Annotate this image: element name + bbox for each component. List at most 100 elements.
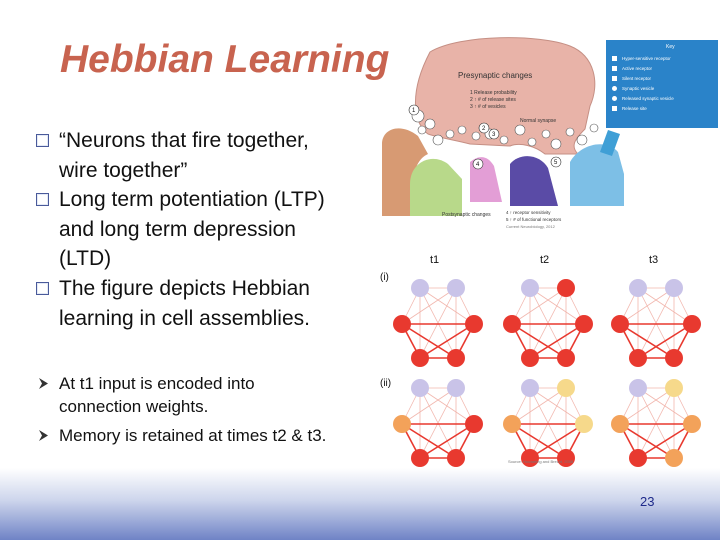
assembly-neuron: [447, 349, 465, 367]
bullet-item: “Neurons that fire together, wire togeth…: [36, 126, 336, 185]
assembly-connection: [401, 423, 457, 459]
synapse-diagram: Presynaptic changes 1 Release probabilit…: [380, 37, 718, 467]
sub-bullet-item: At t1 input is encoded into connection w…: [36, 372, 336, 418]
assembly-neuron: [521, 349, 539, 367]
checkbox-bullet-icon: [36, 193, 49, 207]
assembly-connection: [529, 387, 567, 459]
assembly-neuron: [665, 379, 683, 397]
page-number: 23: [640, 494, 655, 509]
assembly-connection: [511, 323, 567, 359]
sub-bullets: At t1 input is encoded into connection w…: [36, 372, 336, 453]
main-bullets: “Neurons that fire together, wire togeth…: [36, 126, 336, 333]
assembly-connection: [619, 323, 675, 359]
assembly-credit: Source: Houweling and Brecht, 2008: [508, 459, 574, 464]
assembly-connection: [419, 423, 475, 459]
assembly-connection: [511, 387, 567, 425]
bullet-text: Long term potentiation (LTP) and long te…: [59, 188, 325, 271]
assembly-neuron: [503, 315, 521, 333]
assembly-neuron: [611, 315, 629, 333]
sub-bullet-text: At t1 input is encoded into connection w…: [59, 374, 255, 416]
pre-items: 1 Release probability 2 ↑ # of release s…: [470, 90, 517, 110]
arrow-bullet-icon: [39, 378, 48, 389]
key-item: Active receptor: [622, 66, 653, 71]
postsynaptic-cyan: [600, 130, 620, 156]
assembly-neuron: [557, 349, 575, 367]
assembly-connection: [529, 423, 585, 459]
assembly-neuron: [465, 315, 483, 333]
assembly-connection: [401, 323, 457, 359]
assembly-neuron: [447, 279, 465, 297]
assembly-connection: [419, 323, 475, 359]
checkbox-bullet-icon: [36, 134, 49, 147]
key-title: Key: [666, 44, 675, 50]
marker-number: 2: [482, 126, 486, 132]
key-box: [606, 40, 718, 128]
assembly-neuron: [411, 349, 429, 367]
marker-number: 4: [476, 162, 480, 168]
footer-band: [0, 468, 720, 540]
row-label: (i): [380, 272, 389, 283]
key-item: Hyper-sensitive receptor: [622, 56, 671, 61]
assembly-connection: [637, 387, 675, 459]
assembly-neuron: [629, 279, 647, 297]
assembly-connection: [401, 287, 457, 325]
assembly-neuron: [629, 449, 647, 467]
assembly-neuron: [447, 449, 465, 467]
assembly-neuron: [629, 349, 647, 367]
assembly-neuron: [557, 279, 575, 297]
sub-bullet-item: Memory is retained at times t2 & t3.: [36, 424, 336, 447]
assembly-neuron: [521, 279, 539, 297]
assembly-neuron: [611, 415, 629, 433]
assembly-connection: [619, 387, 675, 425]
cell-assemblies: [393, 279, 701, 467]
arrow-bullet-icon: [39, 430, 48, 441]
assembly-neuron: [575, 415, 593, 433]
figure: Presynaptic changes 1 Release probabilit…: [370, 34, 720, 470]
assembly-neuron: [465, 415, 483, 433]
assembly-connection: [529, 287, 567, 359]
post-item: 4 ↑ receptor sensitivity: [506, 210, 551, 215]
assembly-neuron: [575, 315, 593, 333]
time-label: t3: [649, 254, 658, 266]
assembly-connection: [529, 323, 585, 359]
assembly-neuron: [665, 449, 683, 467]
presynaptic-terminal: [415, 37, 596, 155]
assembly-connection: [637, 323, 693, 359]
postsynaptic-green: [410, 158, 462, 216]
key-item: Released synaptic vesicle: [622, 96, 674, 101]
row-label: (ii): [380, 378, 391, 389]
assembly-neuron: [447, 379, 465, 397]
assembly-connection: [419, 287, 457, 359]
assembly-neuron: [393, 415, 411, 433]
assembly-neuron: [557, 379, 575, 397]
assembly-connection: [619, 287, 675, 325]
marker-number: 3: [492, 132, 496, 138]
sub-bullet-text: Memory is retained at times t2 & t3.: [59, 426, 327, 445]
time-label: t2: [540, 254, 549, 266]
key-item: Silent receptor: [622, 76, 652, 81]
postsynaptic-purple: [510, 156, 558, 206]
time-label: t1: [430, 254, 439, 266]
assembly-neuron: [411, 279, 429, 297]
assembly-neuron: [521, 379, 539, 397]
assembly-connection: [619, 423, 675, 459]
checkbox-bullet-icon: [36, 281, 49, 295]
assembly-neuron: [503, 415, 521, 433]
marker-number: 5: [554, 160, 558, 166]
bullet-text: The figure depicts Hebbian learning in c…: [59, 276, 310, 330]
assembly-neuron: [683, 415, 701, 433]
assembly-connection: [401, 387, 457, 425]
assembly-neuron: [411, 379, 429, 397]
figure-credit: Current Neurobiology, 2012: [506, 224, 556, 229]
bullet-text: “Neurons that fire together, wire togeth…: [59, 129, 309, 182]
slide-title: Hebbian Learning: [60, 38, 390, 81]
assembly-connection: [637, 287, 675, 359]
assembly-neuron: [393, 315, 411, 333]
assembly-connection: [511, 423, 567, 459]
postsynaptic-blue: [570, 144, 624, 206]
marker-number: 1: [412, 108, 416, 114]
number-markers: 1 2 3 4 5: [408, 104, 562, 170]
pre-item: 1 Release probability: [470, 90, 517, 96]
assembly-neuron: [557, 449, 575, 467]
